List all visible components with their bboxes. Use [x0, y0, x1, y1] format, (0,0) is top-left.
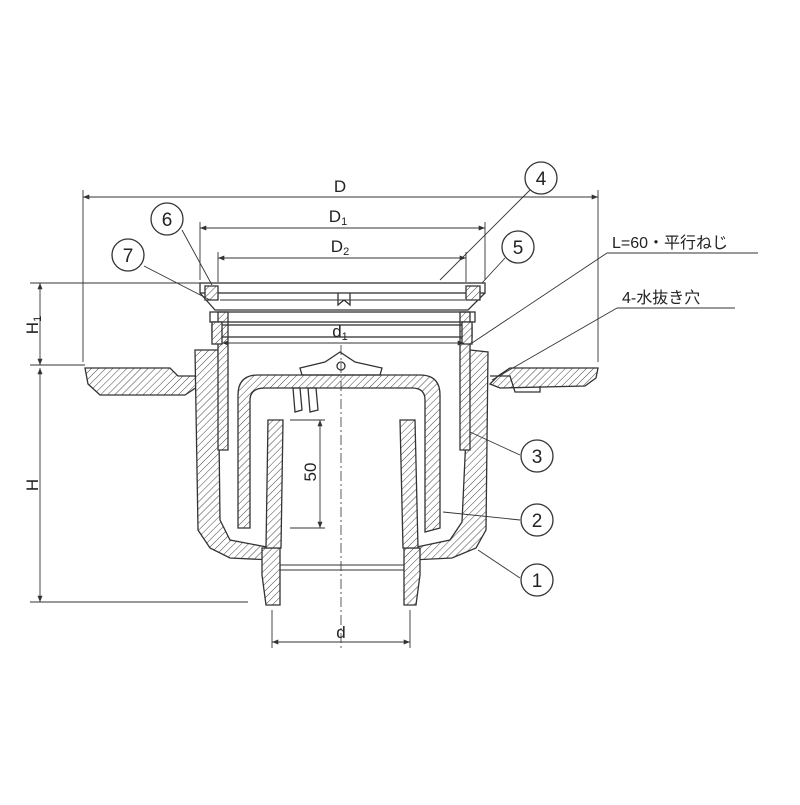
right-gasket: [461, 321, 473, 345]
dim-d: d: [336, 623, 345, 642]
callout-circle-5: [501, 230, 535, 264]
grate-body: [199, 292, 486, 311]
notes: L=60・平行ねじ 4-水抜き穴: [471, 234, 758, 381]
ring-upper: [209, 311, 476, 323]
right-nut: [465, 285, 481, 301]
callout-circle-1: [520, 563, 554, 597]
dim-D2-sub: 2: [343, 246, 349, 258]
trap-inner-cylinder-right: [399, 419, 419, 549]
callout-2: 2: [532, 511, 543, 532]
callouts: 1 2 3 4 5 6 7: [111, 161, 558, 597]
grate-center-boss: [337, 293, 351, 307]
note-drain-holes: 4-水抜き穴: [622, 289, 700, 307]
dim-d1-main: d: [332, 322, 341, 341]
outlet-right-wall: [403, 547, 421, 606]
callout-circle-2: [520, 503, 554, 537]
left-nut: [204, 285, 219, 301]
trap-bell: [237, 374, 441, 533]
callout-circle-7: [111, 238, 145, 272]
outlet-left-wall: [261, 547, 281, 606]
trap-inner-cylinder-left: [265, 419, 284, 549]
left-gasket: [211, 321, 223, 345]
dim-H1-sub: 1: [32, 316, 44, 322]
dim-H1: H1: [23, 316, 44, 334]
callout-circle-4: [524, 161, 558, 195]
dim-H: H: [23, 479, 42, 491]
trap: [237, 351, 441, 549]
callout-1: 1: [532, 571, 543, 592]
note-thread: L=60・平行ねじ: [612, 234, 728, 252]
dim-50: 50: [301, 463, 320, 482]
dim-d1-sub: 1: [342, 331, 348, 343]
dim-H1-main: H: [23, 322, 42, 334]
dim-D1-sub: 1: [341, 216, 347, 228]
drain-hole-slot: [490, 375, 541, 393]
callout-6: 6: [162, 210, 173, 231]
adjuster-ring: [204, 285, 481, 345]
dim-D1-main: D: [329, 207, 341, 226]
trap-latch: [292, 387, 319, 413]
trap-handle: [299, 351, 383, 376]
callout-4: 4: [536, 169, 547, 190]
callout-7: 7: [123, 246, 134, 267]
dim-D2: D2: [331, 237, 349, 258]
callout-5: 5: [513, 238, 524, 259]
dim-D2-main: D: [331, 237, 343, 256]
dim-D: D: [334, 177, 346, 196]
dim-d1: d1: [332, 322, 348, 343]
grate-top: [199, 282, 486, 294]
right-flange: [488, 367, 599, 389]
inner-sleeve: [217, 311, 471, 451]
left-flange: [84, 367, 201, 396]
callout-3: 3: [532, 447, 543, 468]
dimension-lines: [30, 190, 599, 648]
callout-circle-6: [150, 202, 184, 236]
strainer: [199, 282, 486, 311]
dim-D1: D1: [329, 207, 347, 228]
callout-circle-3: [520, 439, 554, 473]
